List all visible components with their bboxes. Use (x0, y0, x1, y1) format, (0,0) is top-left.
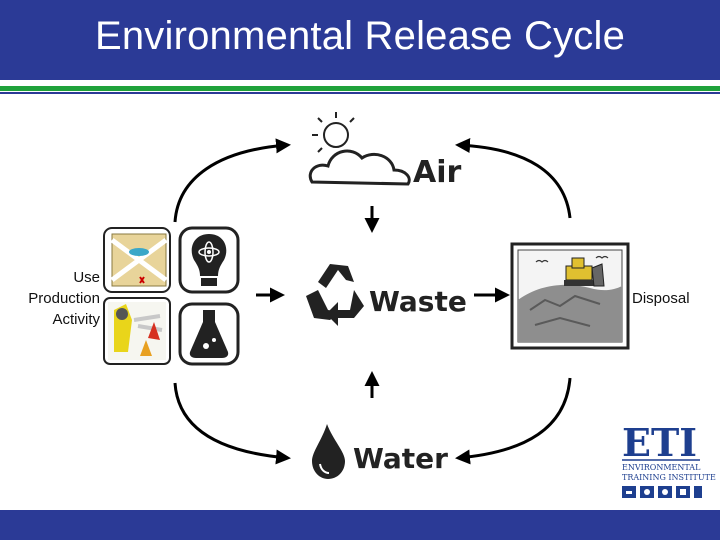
use-label-line1: Use (73, 269, 100, 286)
cloud-icon (308, 149, 411, 186)
waste-label: Waste (369, 285, 467, 318)
footer-bar (0, 510, 720, 540)
sun-icon (312, 112, 355, 153)
arrow-activity-to-air (173, 138, 291, 223)
use-label-line2: Production (28, 290, 100, 307)
air-label: Air (413, 155, 462, 190)
disposal-label: Disposal (632, 290, 690, 307)
use-production-activity-label: Use Production Activity (0, 267, 100, 330)
eti-logo-line2: TRAINING INSTITUTE (622, 473, 716, 482)
green-divider (0, 86, 720, 91)
waste-node: Waste (306, 264, 467, 326)
flask-icon (178, 302, 240, 366)
air-node: Air (308, 112, 462, 190)
arrow-activity-to-water (173, 382, 291, 465)
hazmat-worker-icon (103, 297, 171, 365)
slide-title: Environmental Release Cycle (94, 14, 626, 58)
lightbulb-atom-icon (178, 226, 240, 294)
water-label: Water (353, 442, 448, 475)
recycle-icon (306, 264, 364, 326)
blue-divider (0, 92, 720, 94)
activity-images (103, 226, 240, 366)
eti-logo-line1: ENVIRONMENTAL (622, 463, 701, 472)
arrow-disposal-to-water (455, 377, 572, 465)
eti-logo: ETI ENVIRONMENTAL TRAINING INSTITUTE (622, 420, 716, 498)
title-bar (0, 0, 720, 80)
eti-logo-icons (622, 486, 702, 498)
use-label-line3: Activity (52, 311, 100, 328)
box-icon (103, 227, 171, 293)
bulldozer-icon (564, 257, 605, 287)
arrow-disposal-to-air (455, 138, 572, 219)
water-drop-icon (312, 424, 345, 479)
eti-logo-text: ETI (622, 420, 697, 465)
landfill-image (510, 242, 630, 350)
water-node: Water (312, 424, 448, 479)
